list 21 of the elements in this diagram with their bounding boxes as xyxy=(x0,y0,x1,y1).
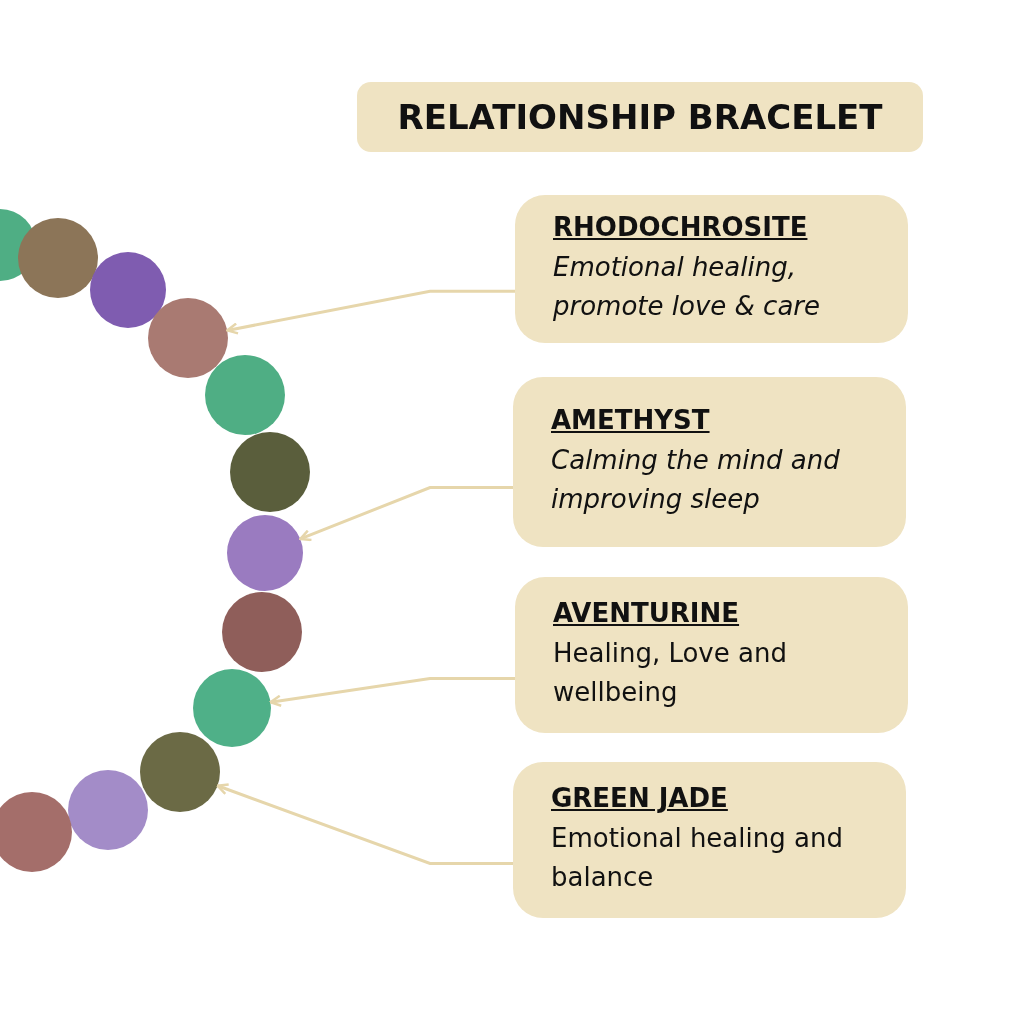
title-banner: RELATIONSHIP BRACELET xyxy=(357,82,923,152)
leader-arrow xyxy=(226,289,515,335)
leader-arrow xyxy=(269,676,515,707)
stone-name: RHODOCHROSITE xyxy=(553,212,809,242)
bead xyxy=(227,515,303,591)
leader-arrow xyxy=(216,783,513,865)
stone-name: AMETHYST xyxy=(551,405,711,435)
bead xyxy=(140,732,220,812)
stone-description: Emotional healing and balance xyxy=(551,822,844,894)
leader-arrow xyxy=(299,486,513,542)
bead xyxy=(193,669,271,747)
stone-description: Healing, Love and wellbeing xyxy=(553,637,788,709)
callout-box xyxy=(513,377,906,547)
stone-name: GREEN JADE xyxy=(551,783,729,813)
callout-box xyxy=(513,762,906,918)
bead xyxy=(148,298,228,378)
stone-name: AVENTURINE xyxy=(553,598,741,628)
callout-box xyxy=(515,577,908,733)
callout-box xyxy=(515,195,908,343)
stone-description: Emotional healing, promote love & care xyxy=(553,251,822,323)
stone-description: Calming the mind and improving sleep xyxy=(551,444,841,516)
